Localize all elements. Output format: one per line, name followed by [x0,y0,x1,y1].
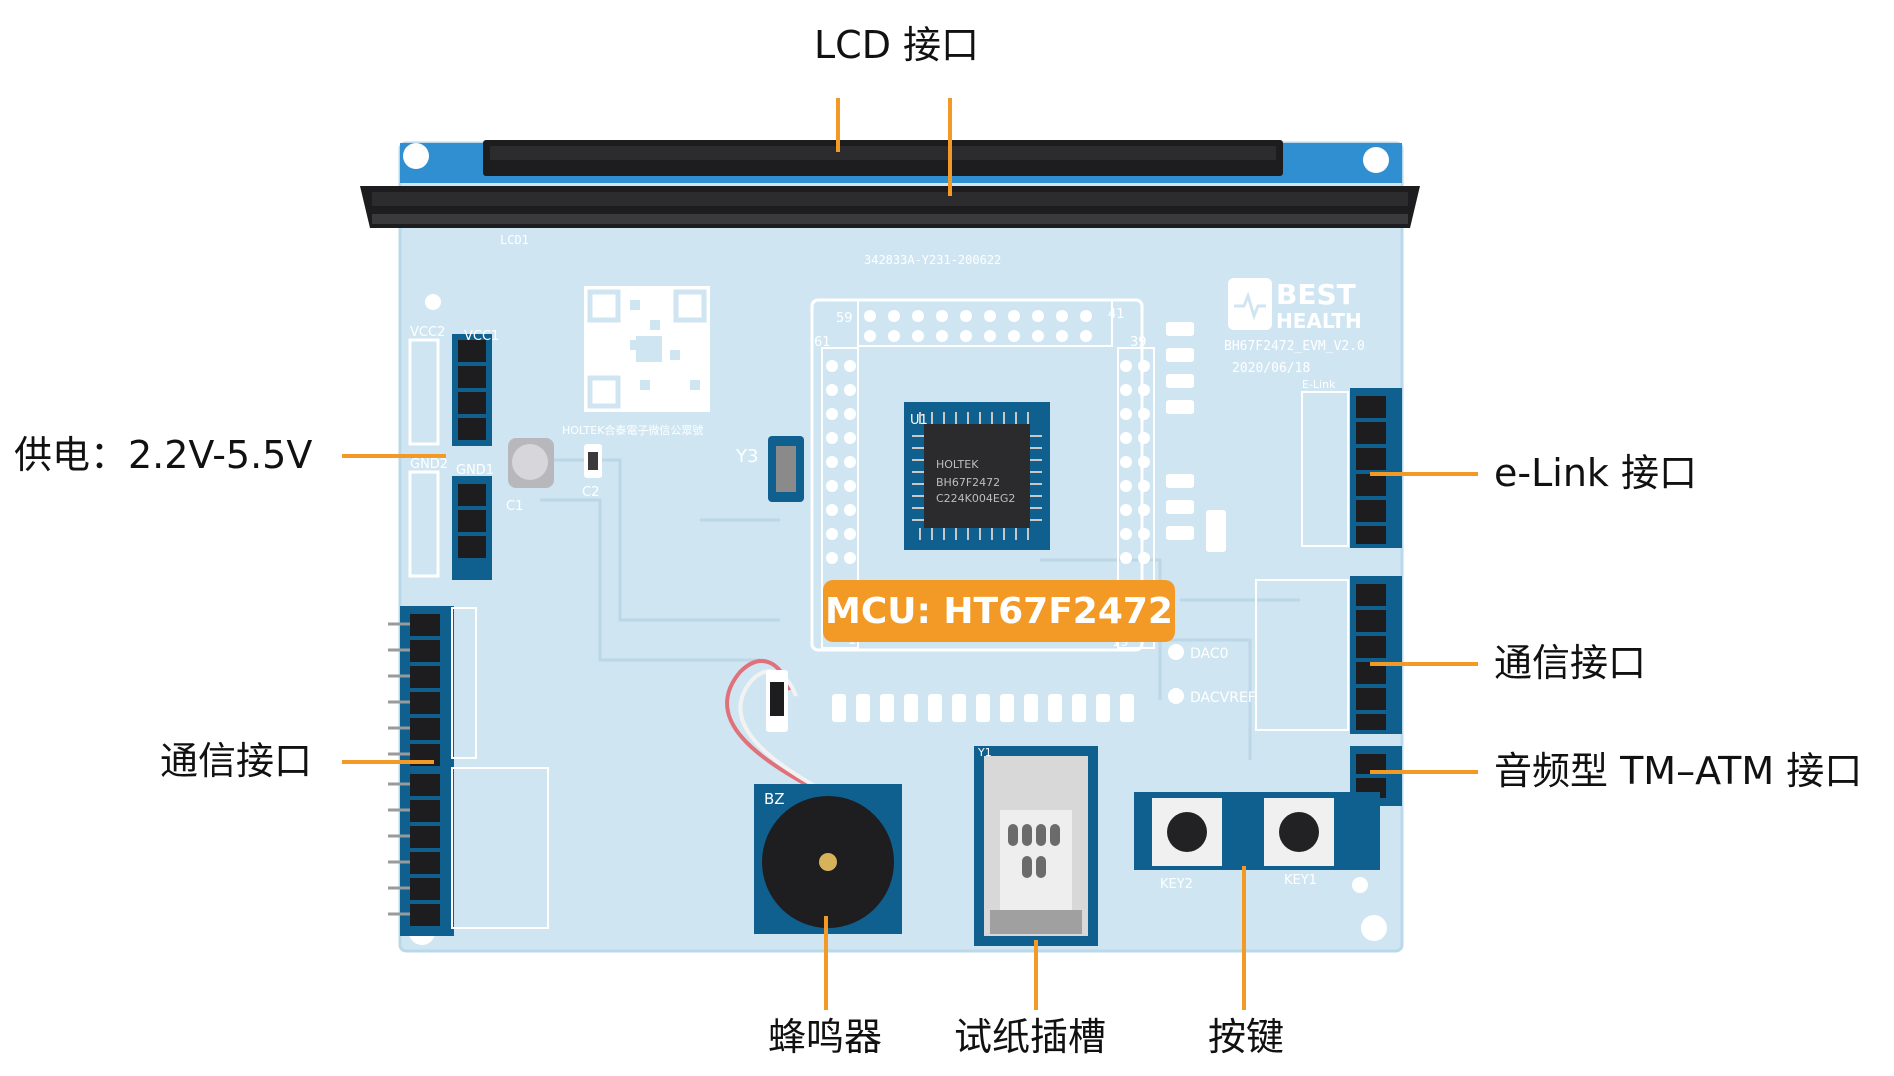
silk-pin-59: 59 [836,311,853,326]
leader-lines [342,98,1478,1010]
silk-holtek-wechat: HOLTEK合泰電子微信公眾號 [562,423,703,437]
mounting-holes [403,143,1389,945]
mcu-label-badge: MCU: HT67F2472 [823,580,1175,642]
best-health-logo: BEST HEALTH [1228,278,1362,333]
capacitor-c2 [584,444,602,478]
silk-key2: KEY2 [1160,877,1193,892]
mounting-hole [425,294,441,310]
resistor-row [832,694,1134,722]
silk-vcc1: VCC1 [464,329,499,344]
power-header [408,334,492,580]
silk-dacvref: DACVREF [1190,690,1256,706]
label-power-supply: 供电：2.2V-5.5V [14,433,313,477]
brand-best: BEST [1276,278,1356,311]
buzzer [725,659,902,934]
left-comm-header [388,606,549,936]
lcd-header-front [360,186,1420,228]
silk-lcd1: LCD1 [500,233,529,247]
mounting-hole [1361,915,1387,941]
crystal-y3 [768,436,804,502]
mcu-chip: HOLTEK BH67F2472 C224K004EG2 [904,402,1050,550]
label-comm-interface-right: 通信接口 [1494,641,1647,685]
label-test-strip-slot: 试纸插槽 [954,1015,1107,1059]
label-elink-interface: e-Link 接口 [1494,451,1697,495]
key-buttons [1134,792,1380,870]
pcb-traces [520,458,1300,760]
qr-code [584,286,710,412]
test-strip-slot [974,746,1098,946]
label-audio-atm-interface: 音频型 TM–ATM 接口 [1494,749,1863,793]
silk-c2: C2 [582,485,599,500]
dac-pads [1168,644,1184,704]
silk-pin-61: 61 [814,335,831,350]
lcd-header-back [483,140,1283,176]
silk-bz: BZ [764,790,785,808]
silk-c1: C1 [506,499,523,514]
silk-u1: U1 [910,413,928,428]
label-comm-interface-left: 通信接口 [160,739,313,783]
silk-pin-41: 41 [1108,307,1125,322]
mounting-hole [403,143,429,169]
silk-gnd1: GND1 [456,463,494,478]
silk-y3: Y3 [735,446,758,467]
mounting-hole [1363,147,1389,173]
mcu-socket [810,298,1155,652]
silk-elink: E-Link [1302,378,1336,391]
brand-health: HEALTH [1276,309,1362,333]
silk-board-name: BH67F2472_EVM_V2.0 [1224,339,1365,354]
mounting-hole [1352,877,1368,893]
label-keys: 按键 [1208,1015,1285,1059]
silk-dac0: DAC0 [1190,646,1229,662]
silk-pin-39: 39 [1130,335,1147,350]
silk-vcc2: VCC2 [410,325,445,340]
silk-date: 2020/06/18 [1232,361,1310,376]
chip-brand: HOLTEK [936,458,979,471]
label-lcd-interface: LCD 接口 [814,23,980,67]
silk-key1: KEY1 [1284,873,1317,888]
right-elink-header [1301,388,1402,548]
silk-board-id: 342833A-Y231-200622 [864,253,1001,267]
chip-part: BH67F2472 [936,476,1000,489]
right-comm-header [1255,576,1402,734]
silk-gnd2: GND2 [410,457,448,472]
capacitor-c1 [508,438,554,488]
chip-lot: C224K004EG2 [936,492,1015,505]
silk-y1: Y1 [977,746,992,759]
label-buzzer: 蜂鸣器 [768,1015,883,1059]
capacitor-column [1166,322,1226,552]
